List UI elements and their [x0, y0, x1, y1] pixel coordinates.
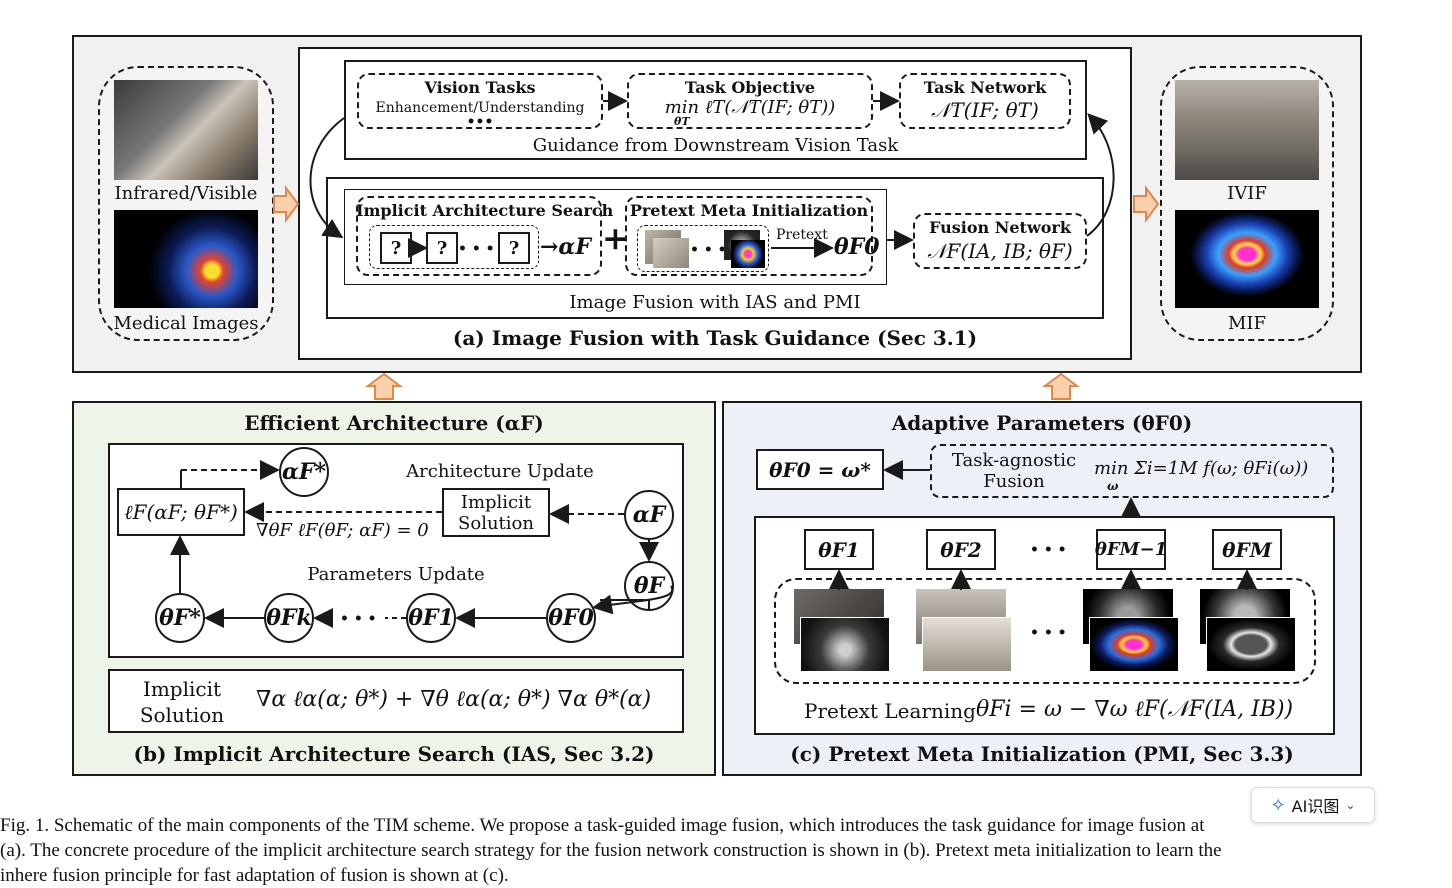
- panel-b-header: Efficient Architecture (αF): [244, 411, 544, 435]
- theta-fm1-box: θFM−1: [1095, 529, 1167, 570]
- pair3-image-b: [1089, 617, 1179, 672]
- theta-dots: • • •: [1030, 542, 1067, 558]
- vision-tasks-dots: •••: [466, 114, 494, 130]
- pmi-result-theta0: θF0: [834, 234, 880, 260]
- fusion-network-title: Fusion Network: [929, 218, 1071, 237]
- theta-chain-dots: • • •: [340, 611, 377, 627]
- guidance-box: [344, 60, 1087, 160]
- ias-title: Implicit Architecture Search: [356, 201, 614, 220]
- vision-tasks-subtitle: Enhancement/Understanding: [375, 100, 585, 116]
- pretext-images-dots: • • •: [1030, 625, 1067, 641]
- input-label-infrared-visible: Infrared/Visible: [114, 183, 258, 204]
- task-network-box: [899, 73, 1071, 129]
- ias-result-alpha: →αF: [540, 234, 591, 260]
- guidance-caption: Guidance from Downstream Vision Task: [532, 135, 899, 156]
- pretext-learning-formula: θFi = ω − ∇ω ℓF(𝒩F(IA, IB)): [976, 697, 1294, 722]
- figure-caption: Fig. 1. Schematic of the main components…: [0, 813, 1452, 888]
- implicit-solution-box: [442, 488, 550, 537]
- loss-formula: ℓF(αF; θF*): [124, 500, 238, 524]
- search-cell-3: ?: [498, 232, 530, 264]
- search-cell-1: ?: [380, 232, 412, 264]
- ai-recognize-label: AI识图: [1291, 797, 1340, 816]
- task-agnostic-label: Task-agnostic Fusion: [951, 450, 1077, 492]
- theta-1-node: θF1: [406, 593, 456, 643]
- fusion-caption: Image Fusion with IAS and PMI: [569, 292, 861, 313]
- ivif-output-image: [1175, 80, 1319, 180]
- meta-objective-formula: min Σi=1M f(ω; θFi(ω)): [1094, 458, 1309, 479]
- fusion-network-box: [913, 213, 1087, 269]
- medical-image: [114, 210, 258, 308]
- caption-line-2: (a). The concrete procedure of the impli…: [0, 840, 1222, 861]
- infrared-visible-image: [114, 80, 258, 180]
- architecture-update-label: Architecture Update: [406, 461, 594, 482]
- pretext-learning-label: Pretext Learning: [804, 699, 976, 723]
- pair4-image-b: [1206, 617, 1296, 672]
- implicit-solution-text: Implicit Solution: [458, 492, 534, 534]
- panel-c-title: (c) Pretext Meta Initialization (PMI, Se…: [790, 742, 1294, 766]
- alpha-star-node: αF*: [279, 447, 329, 497]
- sparkle-icon: ✧: [1270, 794, 1286, 816]
- theta-0-node: θF0: [546, 593, 596, 643]
- theta-star-node: θF*: [155, 593, 205, 643]
- output-label-mif: MIF: [1227, 313, 1267, 334]
- pmi-title: Pretext Meta Initialization: [629, 201, 869, 220]
- implicit-solution-formula: ∇α ℓα(α; θ*) + ∇θ ℓα(α; θ*) ∇α θ*(α): [256, 687, 652, 712]
- pair1-image-b: [800, 617, 890, 672]
- vision-tasks-title: Vision Tasks: [424, 78, 536, 97]
- implicit-solution-formula-box: [108, 669, 684, 733]
- pretext-images-box: [774, 578, 1316, 684]
- task-network-title: Task Network: [923, 78, 1047, 97]
- fusion-network-formula: 𝒩F(IA, IB; θF): [927, 239, 1073, 263]
- task-objective-formula: min ℓT(𝒩T(IF; θT)): [664, 97, 836, 118]
- input-label-medical: Medical Images: [113, 313, 259, 334]
- theta-f2-box: θF2: [926, 529, 996, 570]
- task-objective-subscript: θT: [674, 115, 690, 128]
- theta-f1-box: θF1: [804, 529, 874, 570]
- panel-a-title: (a) Image Fusion with Task Guidance (Sec…: [452, 326, 978, 350]
- task-objective-box: [627, 73, 873, 129]
- gradient-condition: ∇θF ℓF(θF; αF) = 0: [256, 520, 429, 541]
- mif-output-image: [1175, 210, 1319, 308]
- pretext-image-2: [653, 238, 689, 268]
- ias-cells-box: [369, 225, 539, 269]
- theta-k-node: θFk: [264, 593, 314, 643]
- panel-b-title: (b) Implicit Architecture Search (IAS, S…: [133, 742, 655, 766]
- search-cell-2: ?: [426, 232, 458, 264]
- search-cell-dots: • • •: [458, 241, 495, 257]
- task-objective-title: Task Objective: [684, 78, 816, 97]
- ai-recognize-button[interactable]: ✧ AI识图 ⌄: [1251, 787, 1375, 823]
- parameters-update-label: Parameters Update: [307, 564, 485, 585]
- pretext-arrow-label: Pretext: [776, 227, 828, 243]
- pair2-image-b: [922, 617, 1012, 672]
- meta-objective-subscript: ω: [1107, 479, 1119, 493]
- pmi-images-box: [637, 225, 769, 272]
- caption-line-1: Fig. 1. Schematic of the main components…: [0, 815, 1205, 836]
- output-label-ivif: IVIF: [1227, 183, 1267, 204]
- task-network-formula: 𝒩T(IF; θT): [931, 98, 1039, 122]
- ias-box: [356, 196, 602, 276]
- implicit-solution-label: Implicit Solution: [139, 677, 225, 727]
- pmi-box: [625, 196, 873, 276]
- vision-tasks-box: [357, 73, 603, 129]
- loss-box: [117, 488, 245, 536]
- caption-line-3: inhere fusion principle for fast adaptat…: [0, 865, 509, 886]
- panel-c-header: Adaptive Parameters (θF0): [891, 411, 1193, 435]
- theta-fm-box: θFM: [1212, 529, 1282, 570]
- chevron-down-icon[interactable]: ⌄: [1345, 798, 1356, 812]
- pretext-dots: • • •: [690, 242, 727, 258]
- plus-sign: +: [602, 219, 629, 257]
- theta-node: θF: [624, 561, 674, 611]
- pretext-image-4: [731, 240, 765, 268]
- alpha-node: αF: [624, 490, 674, 540]
- adaptive-parameters-result: θF0 = ω*: [756, 449, 884, 490]
